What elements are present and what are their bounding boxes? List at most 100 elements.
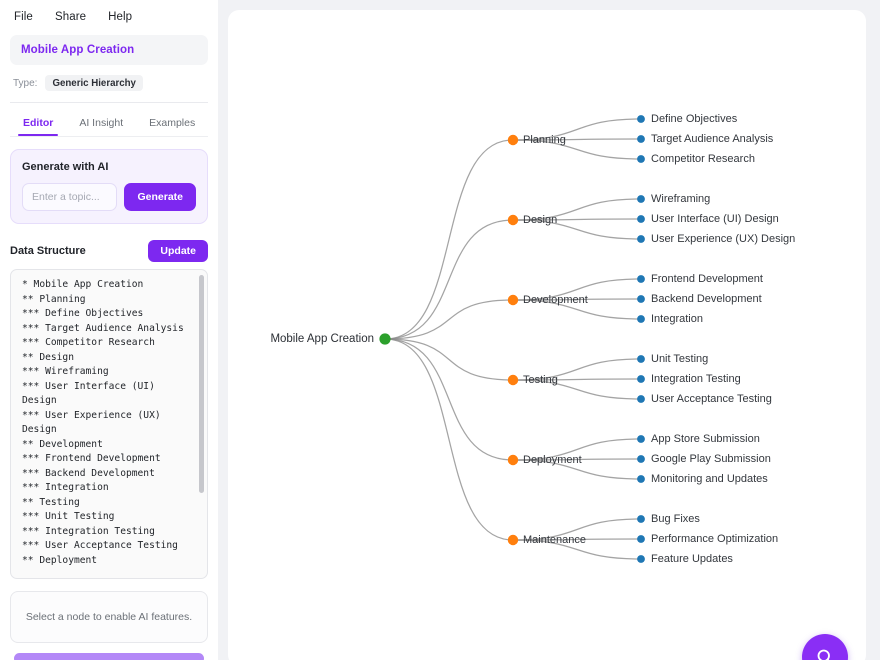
mindmap-edge (512, 198, 642, 221)
mindmap-leaf-node[interactable] (637, 195, 645, 203)
mindmap-edge (512, 438, 642, 461)
mindmap-node-label[interactable]: Development (523, 294, 588, 306)
mindmap-edge (512, 278, 642, 301)
document-type-badge[interactable]: Generic Hierarchy (45, 75, 143, 91)
mindmap-node-label[interactable]: App Store Submission (651, 433, 760, 445)
tab-ai-insight[interactable]: AI Insight (79, 117, 124, 129)
mindmap-node-label[interactable]: Target Audience Analysis (651, 133, 774, 145)
search-fab-button[interactable] (802, 634, 848, 660)
data-structure-scrollbar[interactable] (199, 275, 204, 493)
mindmap-edge (384, 219, 514, 340)
mindmap-edge (512, 118, 642, 141)
mindmap-edge (512, 358, 642, 381)
mindmap-node-label[interactable]: Maintenance (523, 534, 586, 546)
mindmap-edge (512, 539, 642, 560)
mindmap-node-label[interactable]: Frontend Development (651, 273, 763, 285)
tab-examples[interactable]: Examples (149, 117, 196, 129)
ai-hint-box: Select a node to enable AI features. (10, 591, 208, 643)
mindmap-leaf-node[interactable] (637, 355, 645, 363)
mindmap-node-label[interactable]: Mobile App Creation (270, 333, 374, 345)
mindmap-edge (512, 379, 642, 400)
mindmap-node-label[interactable]: User Acceptance Testing (651, 393, 772, 405)
mindmap-edges (384, 118, 642, 560)
mindmap-nodes: Mobile App Creation Planning Define Object… (270, 113, 795, 565)
menu-item-share[interactable]: Share (54, 11, 87, 23)
mindmap-node-label[interactable]: Deployment (523, 454, 582, 466)
mindmap-edge (512, 378, 642, 381)
mindmap-edge (512, 298, 642, 301)
search-icon (817, 649, 830, 660)
mindmap-leaf-node[interactable] (637, 295, 645, 303)
mindmap-node-label[interactable]: Define Objectives (651, 113, 738, 125)
mindmap-branch-node[interactable] (507, 214, 519, 226)
mindmap-edge (512, 459, 642, 480)
mindmap-node-label[interactable]: User Experience (UX) Design (651, 233, 795, 245)
canvas-area: Mobile App Creation Planning Define Object… (218, 0, 880, 660)
mindmap-node-label[interactable]: Design (523, 214, 557, 226)
mindmap-edge (384, 338, 514, 541)
bottom-action-bar[interactable] (14, 653, 204, 660)
generate-with-ai-card: Generate with AI Generate (10, 149, 208, 224)
mindmap-branch-node[interactable] (507, 534, 519, 546)
menu-item-file[interactable]: File (14, 11, 33, 23)
mindmap-branch-node[interactable] (507, 294, 519, 306)
mindmap-node-label[interactable]: Integration (651, 313, 703, 325)
sidebar-panel: File Share Help Mobile App Creation Type… (0, 0, 218, 660)
mindmap-branch-node[interactable] (507, 454, 519, 466)
mindmap-edge (512, 538, 642, 541)
topic-input[interactable] (22, 183, 118, 211)
mindmap-leaf-node[interactable] (637, 455, 645, 463)
mindmap-node-label[interactable]: Testing (523, 374, 558, 386)
tab-settings[interactable]: Settings (208, 111, 218, 136)
tab-editor[interactable]: Editor (10, 111, 67, 136)
document-title: Mobile App Creation (21, 44, 135, 56)
data-structure-box: * Mobile App Creation ** Planning *** De… (10, 269, 208, 579)
mindmap-leaf-node[interactable] (637, 535, 645, 543)
generate-with-ai-row: Generate (22, 183, 196, 211)
mindmap-root-node[interactable] (379, 333, 391, 345)
mindmap-node-label[interactable]: Planning (523, 134, 566, 146)
mindmap-node-label[interactable]: Bug Fixes (651, 513, 700, 525)
mindmap-leaf-node[interactable] (637, 235, 645, 243)
mindmap-branch-node[interactable] (507, 374, 519, 386)
mindmap-leaf-node[interactable] (637, 475, 645, 483)
mindmap-edge (512, 518, 642, 541)
document-type-label: Type: (13, 77, 38, 89)
mindmap-node-label[interactable]: Unit Testing (651, 353, 708, 365)
mindmap-edge (384, 338, 514, 461)
update-button[interactable]: Update (148, 240, 208, 262)
mindmap-node-label[interactable]: Monitoring and Updates (651, 473, 768, 485)
generate-button[interactable]: Generate (124, 183, 196, 211)
mindmap-node-label[interactable]: Backend Development (651, 293, 762, 305)
mindmap-node-label[interactable]: Competitor Research (651, 153, 755, 165)
document-title-field[interactable]: Mobile App Creation (10, 35, 208, 65)
data-structure-textarea[interactable]: * Mobile App Creation ** Planning *** De… (22, 279, 184, 566)
mindmap-node-label[interactable]: Wireframing (651, 193, 710, 205)
mindmap-leaf-node[interactable] (637, 215, 645, 223)
mindmap-node-label[interactable]: Integration Testing (651, 373, 741, 385)
mindmap-node-label[interactable]: Performance Optimization (651, 533, 778, 545)
menu-item-help[interactable]: Help (108, 11, 133, 23)
data-structure-header: Data Structure Update (10, 240, 208, 262)
mindmap-node-label[interactable]: Feature Updates (651, 553, 733, 565)
mindmap-node-label[interactable]: Google Play Submission (651, 453, 771, 465)
mindmap-leaf-node[interactable] (637, 155, 645, 163)
mindmap-edge (512, 139, 642, 160)
mindmap-leaf-node[interactable] (637, 315, 645, 323)
mindmap-edge (512, 218, 642, 221)
mindmap-leaf-node[interactable] (637, 555, 645, 563)
mindmap-leaf-node[interactable] (637, 395, 645, 403)
mindmap-branch-node[interactable] (507, 134, 519, 146)
mindmap-edge (384, 299, 514, 340)
mindmap-leaf-node[interactable] (637, 435, 645, 443)
mindmap-leaf-node[interactable] (637, 275, 645, 283)
data-structure-title: Data Structure (10, 245, 86, 257)
mindmap-leaf-node[interactable] (637, 375, 645, 383)
mindmap-leaf-node[interactable] (637, 515, 645, 523)
mindmap-canvas[interactable]: Mobile App Creation Planning Define Object… (228, 10, 866, 660)
mindmap-svg: Mobile App Creation Planning Define Object… (270, 113, 795, 565)
mindmap-node-label[interactable]: User Interface (UI) Design (651, 213, 779, 225)
mindmap-leaf-node[interactable] (637, 115, 645, 123)
mindmap-leaf-node[interactable] (637, 135, 645, 143)
